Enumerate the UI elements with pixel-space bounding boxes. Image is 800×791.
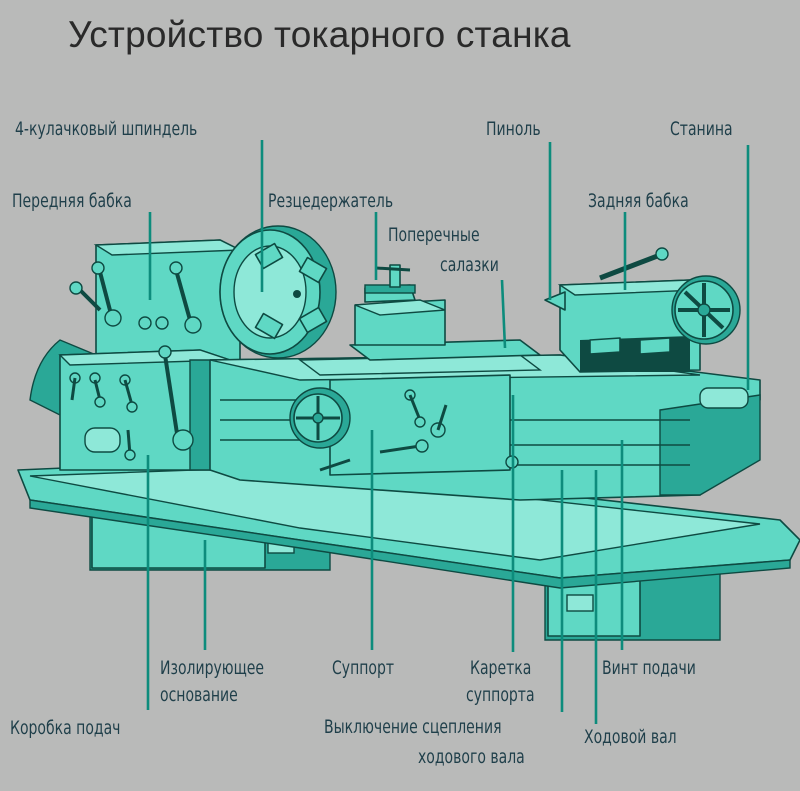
label-carriage-line2: суппорта: [466, 684, 535, 706]
label-clutch-off-line2: ходового вала: [418, 746, 525, 768]
headstock: [29, 239, 241, 471]
chuck: [219, 225, 337, 359]
label-headstock: Передняя бабка: [12, 190, 132, 212]
label-tailstock: Задняя бабка: [588, 190, 689, 212]
label-cross-slide-line1: Поперечные: [388, 224, 480, 246]
label-lead-shaft: Ходовой вал: [584, 726, 677, 748]
label-cross-slide-line2: салазки: [440, 254, 499, 276]
control-levers: [69, 261, 519, 472]
label-support: Суппорт: [332, 657, 395, 679]
label-carriage-line1: Каретка: [470, 657, 532, 679]
leader-lines: [146, 140, 750, 724]
tailstock: [544, 247, 741, 373]
cross-slide: [349, 264, 541, 361]
label-base-line2: основание: [160, 684, 238, 706]
label-bed: Станина: [670, 118, 733, 140]
diagram-title: Устройство токарного станка: [68, 14, 571, 55]
label-spindle: 4-кулачковый шпиндель: [15, 118, 198, 140]
label-feed-screw: Винт подачи: [602, 657, 696, 679]
label-clutch-off-line1: Выключение сцепления: [324, 716, 502, 738]
label-quill: Пиноль: [486, 118, 541, 140]
label-tool-holder: Резцедержатель: [268, 190, 394, 212]
label-base-line1: Изолирующее: [160, 657, 265, 679]
label-feed-box: Коробка подач: [10, 717, 121, 739]
